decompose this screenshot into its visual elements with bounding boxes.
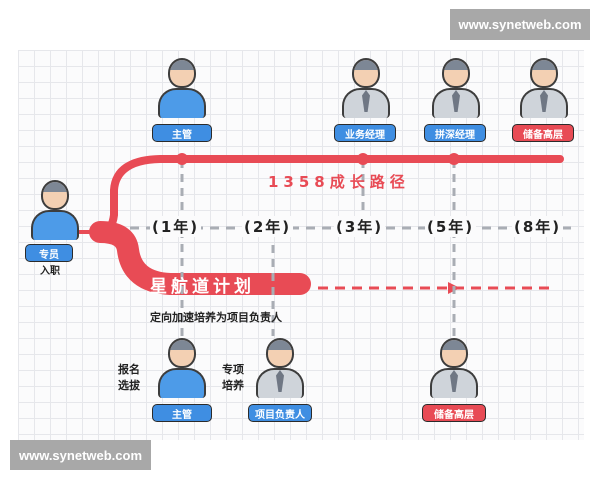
upper-role-avatar: [338, 58, 394, 120]
upper-role-badge: 储备高层: [512, 124, 574, 142]
lower-side-label: 专项 培养: [222, 363, 244, 392]
start-label: 入职: [40, 266, 60, 277]
start-person-avatar: [27, 180, 83, 242]
lower-role-badge: 主管: [152, 404, 212, 422]
plan-subtitle: 定向加速培养为项目负责人: [150, 311, 282, 324]
lower-role-badge: 储备高层: [422, 404, 486, 422]
lower-side-label: 报名 选拔: [118, 363, 140, 392]
plan-title: 星航道计划: [150, 277, 255, 297]
lower-role-avatar: [154, 338, 210, 400]
upper-role-avatar: [428, 58, 484, 120]
lower-role-badge: 项目负责人: [248, 404, 312, 422]
start-badge: 专员: [25, 244, 73, 262]
grid-background: [18, 50, 584, 440]
route-title: 1358成长路径: [268, 173, 410, 191]
upper-role-badge: 业务经理: [334, 124, 396, 142]
plan-curve: [89, 221, 311, 295]
upper-role-avatar: [154, 58, 210, 120]
year-label: (5年): [425, 216, 477, 237]
milestone-dot: [448, 153, 460, 165]
upper-role-badge: 主管: [152, 124, 212, 142]
upper-role-avatar: [516, 58, 572, 120]
milestone-dot: [357, 153, 369, 165]
watermark-bottom: www.synetweb.com: [10, 440, 151, 470]
watermark-top: www.synetweb.com: [450, 9, 590, 40]
lower-role-avatar: [252, 338, 308, 400]
milestone-dot: [176, 153, 188, 165]
year-label: (3年): [334, 216, 386, 237]
upper-role-badge: 拼深经理: [424, 124, 486, 142]
lower-role-avatar: [426, 338, 482, 400]
year-label: (2年): [242, 216, 294, 237]
year-label: (8年): [512, 216, 564, 237]
year-label: (1年): [150, 216, 202, 237]
